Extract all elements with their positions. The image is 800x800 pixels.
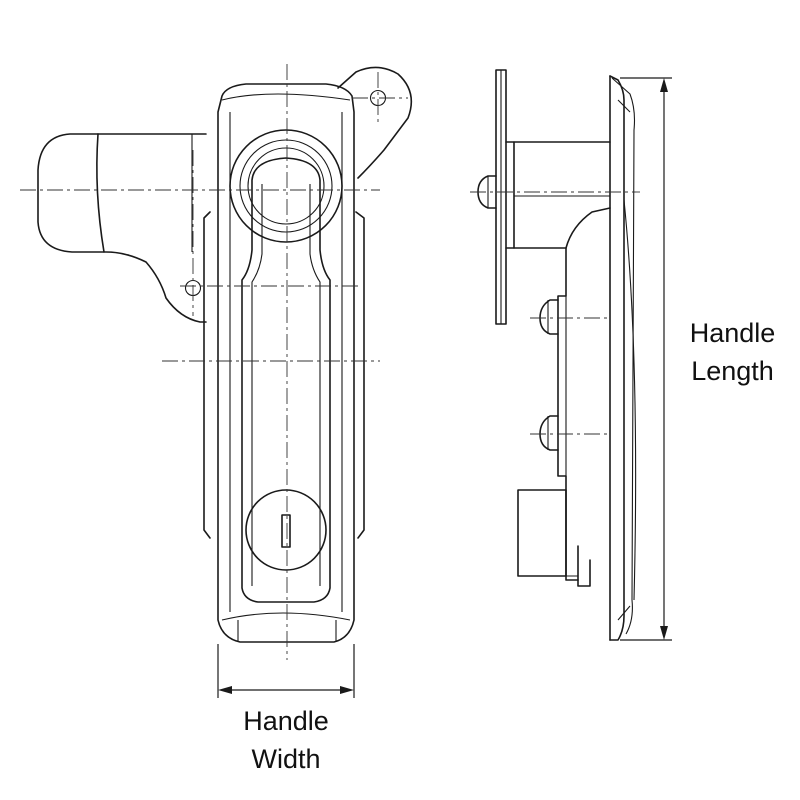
side-view — [470, 69, 672, 641]
handle-length-label-line1: Handle — [689, 318, 776, 348]
length-dimension — [620, 77, 672, 641]
gasket-plate — [203, 211, 365, 539]
handle-width-label-line1: Handle — [243, 706, 329, 736]
handle-housing — [217, 83, 355, 643]
handle-lever — [241, 157, 331, 603]
handle-width-label-line2: Width — [251, 744, 321, 774]
handle-width-label: Handle Width — [186, 702, 386, 778]
keyhole — [245, 489, 327, 571]
side-cylinder-body — [505, 141, 611, 249]
handle-length-label: Handle Length — [660, 314, 800, 390]
side-bezel — [609, 75, 637, 641]
cam-lever — [37, 133, 207, 323]
pivot-ring — [229, 129, 343, 243]
side-screw-lower — [539, 415, 559, 451]
mounting-tab-top — [337, 66, 413, 179]
side-mounting-plate — [495, 69, 507, 325]
front-view — [20, 64, 413, 698]
side-centerlines — [470, 191, 640, 435]
side-housing — [557, 247, 591, 587]
front-centerlines — [20, 64, 408, 660]
side-screw-upper — [539, 299, 559, 335]
width-dimension — [217, 644, 355, 698]
handle-length-label-line2: Length — [691, 356, 774, 386]
side-cam-block — [517, 489, 578, 577]
